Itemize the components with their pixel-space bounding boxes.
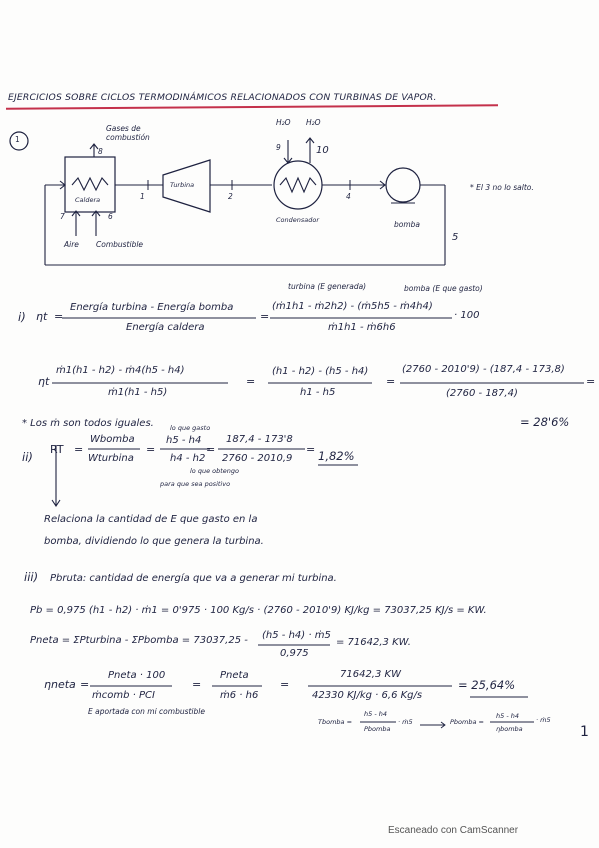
explain-line-2: bomba, dividiendo lo que genera la turbi… (44, 536, 264, 547)
denominator-2: ṁ1(h1 - h5) (108, 387, 168, 398)
lo-que-obtengo: lo que obtengo (190, 467, 240, 475)
energy-denominator: Energía caldera (126, 322, 205, 333)
flow-2: 2 (228, 192, 233, 201)
eq-sign-10: = (80, 678, 90, 691)
flow-4: 4 (346, 192, 351, 201)
mass-enthalpy-numerator: (ṁ1h1 - ṁ2h2) - (ṁ5h5 - ṁ4h4) (272, 301, 433, 312)
page-number: 1 (580, 724, 589, 740)
tbomba-label: Tbomba = (318, 718, 353, 726)
part-i-label: i) (18, 310, 26, 324)
en-num: Pneta · 100 (108, 670, 166, 681)
pneta-denominator: 0,975 (280, 648, 309, 659)
ii-den-val: 2760 - 2010,9 (222, 453, 293, 464)
eq-sign-12: = (280, 678, 290, 691)
denominator-3: h1 - h5 (300, 387, 336, 398)
eq-sign-2: = (260, 310, 270, 323)
ii-num-val: 187,4 - 173'8 (226, 434, 293, 445)
page-title: EJERCICIOS SOBRE CICLOS TERMODINÁMICOS R… (8, 92, 437, 103)
note-3: * El 3 no lo salto. (470, 183, 534, 192)
aire-label: Aire (64, 240, 79, 249)
eq-sign-3: = (246, 375, 256, 388)
turbina-generada-note: turbina (E generada) (288, 282, 367, 291)
condensador-label: Condensador (276, 216, 320, 224)
caldera-label: Caldera (75, 196, 101, 204)
gases-label: Gases de combustión (106, 124, 150, 142)
part-ii-label: ii) (22, 450, 33, 464)
w-bomba: Wbomba (90, 434, 135, 445)
pbomba-num: h5 - h4 (496, 712, 519, 720)
w-turbina: Wturbina (88, 453, 134, 464)
en-den: ṁcomb · PCI (92, 690, 155, 701)
tbomba-den: Pbomba (364, 725, 391, 733)
eq-sign-5: = (586, 375, 596, 388)
turbina-label: Turbina (170, 181, 195, 189)
pbomba-label: Pbomba = (450, 718, 484, 726)
eq-sign-6: = (74, 443, 84, 456)
bomba-label: bomba (394, 220, 421, 229)
combustible-label: Combustible (96, 240, 144, 249)
tbomba-m: · ṁ5 (398, 718, 413, 726)
energy-numerator: Energía turbina - Energía bomba (70, 302, 234, 313)
result-ii: 1,82% (318, 449, 355, 463)
flow-1: 1 (140, 192, 145, 201)
eq-sign-8: = (206, 443, 216, 456)
eq-sign-4: = (386, 375, 396, 388)
flow-8: 8 (98, 147, 103, 156)
en-num-2: Pneta (220, 670, 249, 681)
result-i: = 28'6% (520, 415, 570, 429)
flow-5: 5 (452, 232, 459, 243)
eta-neta: ηneta (44, 678, 76, 691)
pneta-numerator: (h5 - h4) · ṁ5 (262, 630, 331, 641)
pb-equation: Pb = 0,975 (h1 - h2) · ṁ1 = 0'975 · 100 … (30, 605, 487, 616)
numerator-4: (2760 - 2010'9) - (187,4 - 173,8) (402, 364, 565, 375)
pbomba-den: ηbomba (496, 725, 523, 733)
eq-sign-11: = (192, 678, 202, 691)
en-den-3: 42330 KJ/kg · 6,6 Kg/s (312, 690, 423, 701)
en-num-3: 71642,3 KW (340, 669, 401, 680)
en-den-2: ṁ6 · h6 (220, 690, 259, 701)
pneta-result: = 71642,3 KW. (336, 637, 411, 648)
eq-sign-9: = (306, 443, 316, 456)
exercise-number: 1 (15, 135, 20, 144)
pbomba-m: · ṁ5 (536, 716, 551, 724)
pbruta-definition: Pbruta: cantidad de energía que va a gen… (50, 573, 337, 584)
tbomba-num: h5 - h4 (364, 710, 387, 718)
eq-sign-7: = (146, 443, 156, 456)
mass-enthalpy-denominator: ṁ1h1 - ṁ6h6 (328, 322, 396, 333)
h2o-out: H₂O (306, 118, 321, 127)
h4-h2: h4 - h2 (170, 453, 206, 464)
h2o-in: H₂O (276, 118, 291, 127)
part-iii-label: iii) (24, 570, 39, 584)
explain-line-1: Relaciona la cantidad de E que gasto en … (44, 514, 258, 525)
eta-t-2: ηt (38, 375, 50, 388)
eta-t: ηt (36, 310, 48, 323)
denominator-4: (2760 - 187,4) (446, 388, 518, 399)
h5-h4: h5 - h4 (166, 435, 202, 446)
rt-label: RT (50, 443, 64, 456)
flow-6: 6 (108, 212, 113, 221)
pneta-equation: Pneta = ΣPturbina - ΣPbomba = 73037,25 - (30, 635, 248, 646)
numerator-3: (h1 - h2) - (h5 - h4) (272, 366, 369, 377)
flow-9: 9 (276, 143, 281, 152)
para-positivo: para que sea positivo (160, 480, 231, 488)
eta-neta-result: = 25,64% (458, 678, 516, 692)
lo-que-gasto: lo que gasto (170, 424, 211, 432)
e-aportada-note: E aportada con mi combustible (88, 707, 205, 716)
numerator-2: ṁ1(h1 - h2) - ṁ4(h5 - h4) (56, 365, 185, 376)
eq-sign-1: = (54, 310, 64, 323)
flow-10: 10 (316, 145, 329, 156)
scanner-footer: Escaneado con CamScanner (388, 825, 519, 836)
note-m-equal: * Los ṁ son todos iguales. (22, 418, 154, 429)
flow-7: 7 (60, 212, 65, 221)
times-100: · 100 (454, 310, 480, 321)
bomba-gasto-note: bomba (E que gasto) (404, 284, 483, 293)
